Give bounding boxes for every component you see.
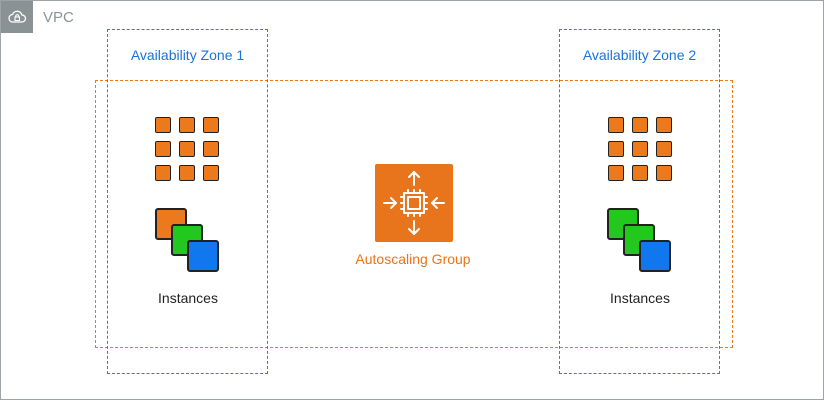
grid-cell bbox=[632, 117, 648, 133]
grid-cell bbox=[608, 117, 624, 133]
grid-cell bbox=[179, 165, 195, 181]
instance-square-blue bbox=[639, 240, 671, 272]
ec2-grid-icon bbox=[608, 117, 672, 181]
grid-cell bbox=[656, 117, 672, 133]
grid-cell bbox=[155, 141, 171, 157]
grid-cell bbox=[179, 141, 195, 157]
instances-stack-icon bbox=[155, 208, 225, 278]
grid-cell bbox=[608, 141, 624, 157]
instance-square-blue bbox=[187, 240, 219, 272]
autoscaling-group-boundary bbox=[95, 80, 733, 348]
vpc-cloud-lock-icon bbox=[1, 1, 33, 33]
grid-cell bbox=[203, 165, 219, 181]
vpc-label: VPC bbox=[43, 9, 74, 26]
grid-cell bbox=[203, 117, 219, 133]
grid-cell bbox=[656, 165, 672, 181]
grid-cell bbox=[155, 117, 171, 133]
ec2-grid-icon bbox=[155, 117, 219, 181]
instances-label-1: Instances bbox=[158, 290, 218, 306]
grid-cell bbox=[155, 165, 171, 181]
availability-zone-2: Availability Zone 2 bbox=[559, 29, 720, 374]
availability-zone-1-title: Availability Zone 1 bbox=[130, 47, 245, 63]
autoscaling-group-label: Autoscaling Group bbox=[355, 251, 471, 267]
grid-cell bbox=[632, 165, 648, 181]
autoscaling-icon bbox=[375, 164, 453, 242]
instances-stack-icon bbox=[607, 208, 677, 278]
grid-cell bbox=[608, 165, 624, 181]
grid-cell bbox=[179, 117, 195, 133]
availability-zone-2-title: Availability Zone 2 bbox=[582, 47, 697, 63]
grid-cell bbox=[656, 141, 672, 157]
availability-zone-1: Availability Zone 1 bbox=[107, 29, 268, 374]
instances-label-2: Instances bbox=[610, 290, 670, 306]
grid-cell bbox=[632, 141, 648, 157]
grid-cell bbox=[203, 141, 219, 157]
